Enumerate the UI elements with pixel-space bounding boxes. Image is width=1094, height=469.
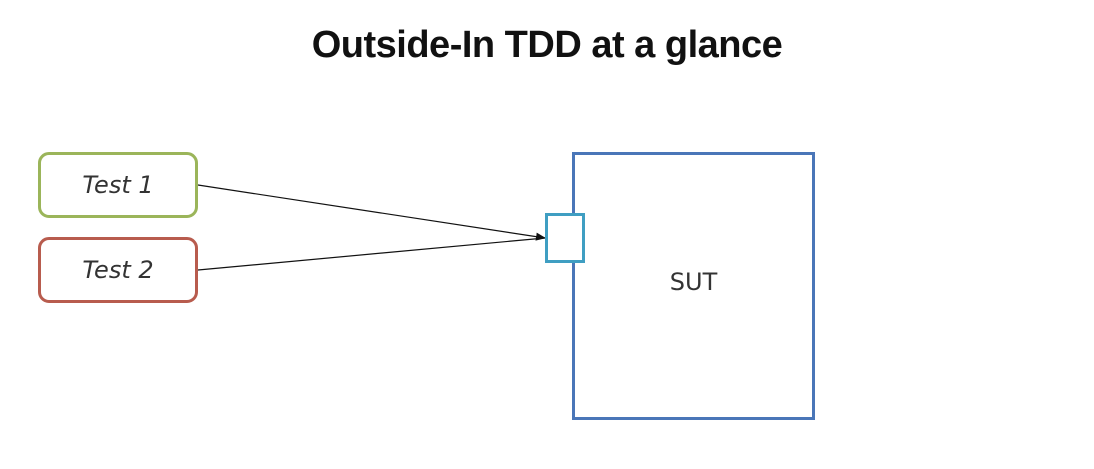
sut-box bbox=[572, 152, 815, 420]
test-2-label: Test 2 bbox=[82, 256, 154, 284]
sut-entry-port bbox=[545, 213, 585, 263]
arrow-test1-to-port bbox=[197, 184, 546, 241]
test-2-box: Test 2 bbox=[38, 237, 198, 303]
test-1-box: Test 1 bbox=[38, 152, 198, 218]
test-1-label: Test 1 bbox=[82, 171, 154, 199]
slide-title: Outside-In TDD at a glance bbox=[311, 24, 783, 66]
arrow-test2-to-port bbox=[197, 237, 546, 271]
sut-label: SUT bbox=[669, 268, 718, 296]
